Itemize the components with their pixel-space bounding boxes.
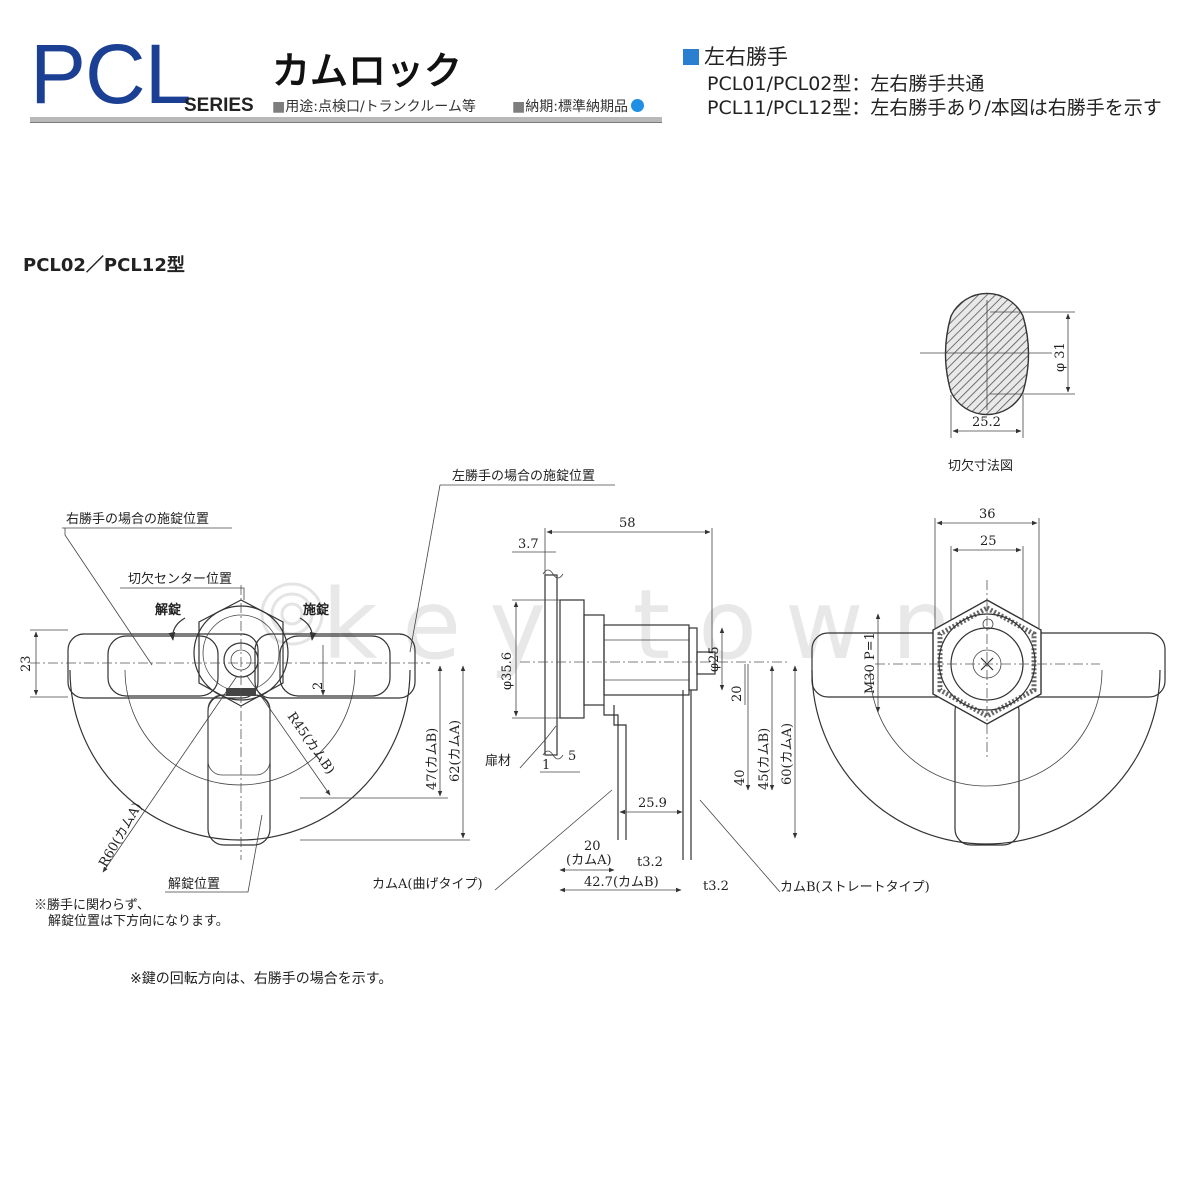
blue-square-icon [683, 49, 699, 65]
dim-58: 58 [619, 516, 636, 531]
dim-36: 36 [979, 507, 996, 522]
right-locked-label: 右勝手の場合の施錠位置 [66, 512, 209, 527]
dim-1: 1 [542, 758, 550, 773]
note-line-1: ※勝手に関わらず、 [34, 898, 150, 913]
dim-r60-line [102, 675, 238, 873]
leader-notch-center [120, 587, 245, 600]
dim-r60: R60(カムA) [96, 800, 145, 870]
back-pin [982, 618, 994, 630]
leader-unlocked [165, 814, 263, 893]
leader-right-locked [64, 528, 153, 666]
cam-a-sweep-arc [69, 669, 411, 841]
dim-5: 5 [568, 749, 576, 764]
model-label: PCL02／PCL12型 [23, 255, 185, 276]
standard-delivery-dot-icon [630, 99, 644, 112]
lock-label: 施錠 [303, 602, 330, 618]
dim-t3-2b: t3.2 [703, 879, 729, 894]
dim-60: 60(カムA) [780, 723, 795, 785]
delivery-info: ■納期:標準納期品 [512, 96, 644, 116]
door-break-bottom [542, 750, 564, 760]
dim-40: 40 [733, 769, 748, 786]
dim-20-cam: 20 [584, 839, 601, 854]
cam-right-locked [254, 633, 416, 699]
dim-t3-2a: t3.2 [637, 855, 663, 870]
series-word: SERIES [184, 95, 254, 116]
dim-20: 20 [730, 685, 745, 702]
dim-r45-line [246, 675, 331, 796]
usage-text: 用途:点検口/トランクルーム等 [285, 99, 476, 115]
dim-2: 2 [311, 682, 326, 690]
dim-25-2: 25.2 [972, 415, 1001, 430]
handedness-line-1: PCL01/PCL02型：左右勝手共通 [707, 73, 985, 95]
unlock-label: 解錠 [154, 602, 182, 618]
dim-3-7: 3.7 [518, 537, 539, 552]
left-locked-label: 左勝手の場合の施錠位置 [452, 469, 595, 484]
lock-arrow-icon [299, 617, 317, 641]
side-view: 58 3.7 φ35.6 φ25 20 40 45(カムB) 60(カムA) 2… [372, 516, 930, 895]
leader-cam-b [699, 799, 781, 893]
series-code: PCL [30, 27, 191, 121]
usage-info: ■用途:点検口/トランクルーム等 [272, 96, 476, 116]
cam-a-label: カムA(曲げタイプ) [372, 877, 483, 892]
handedness-title-text: 左右勝手 [704, 45, 788, 69]
leader-left-locked [409, 484, 441, 653]
door-label: 扉材 [485, 753, 511, 769]
dim-31: φ 31 [1053, 342, 1068, 372]
dim-25: φ25 [707, 646, 722, 672]
cutout-caption: 切欠寸法図 [948, 458, 1013, 474]
brand-plate [226, 688, 256, 696]
header-rule-line [30, 122, 662, 123]
dim-47: 47(カムB) [425, 728, 440, 790]
door-panel [544, 574, 558, 756]
square-bullet-icon: ■ [272, 99, 286, 115]
door-break-top [542, 569, 564, 579]
dim-20-cam-sub: (カムA) [566, 853, 612, 868]
footnote: ※鍵の回転方向は、右勝手の場合を示す。 [130, 971, 393, 987]
note-line-2: 解錠位置は下方向になります。 [48, 913, 229, 929]
unlocked-position-label: 解錠位置 [168, 877, 220, 892]
cam-a-bent-inner [613, 705, 627, 840]
back-cam-a-arc [811, 669, 1161, 845]
back-view: 36 25 M30 P=1 [811, 507, 1166, 846]
leader-cam-a [494, 789, 613, 891]
header-rule [30, 117, 662, 122]
back-cam-b-arc [869, 669, 1103, 787]
unlock-arrow-icon [168, 617, 186, 641]
back-hex-thread [937, 605, 1037, 719]
cam-left-inner [107, 635, 219, 697]
cam-screw [696, 651, 716, 675]
dim-42-7: 42.7(カムB) [584, 875, 659, 890]
cam-unlocked-inner [207, 694, 271, 776]
dim-23: 23 [19, 655, 34, 672]
dim-62: 62(カムA) [448, 720, 463, 782]
leader-door [519, 725, 557, 769]
dim-35-6: φ35.6 [500, 652, 515, 690]
product-name: カムロック [272, 49, 463, 93]
cam-b-sweep-arc [124, 669, 356, 786]
dim-45: 45(カムB) [757, 728, 772, 790]
cam-left-locked [67, 633, 259, 699]
handedness-line-2: PCL11/PCL12型：左右勝手あり/本図は右勝手を示す [707, 97, 1162, 119]
delivery-text: 納期:標準納期品 [525, 99, 628, 115]
cam-right-inner [279, 635, 391, 697]
dim-25-back: 25 [980, 534, 997, 549]
cam-b-label: カムB(ストレートタイプ) [780, 880, 930, 895]
dim-m30: M30 P=1 [863, 632, 878, 694]
cam-a-bent [603, 705, 619, 840]
dim-25-9: 25.9 [638, 796, 667, 811]
cutout-detail: φ 31 25.2 切欠寸法図 [920, 292, 1075, 474]
handedness-title: 左右勝手 [683, 41, 788, 71]
notch-center-label: 切欠センター位置 [128, 571, 232, 587]
square-bullet-icon: ■ [512, 99, 526, 115]
